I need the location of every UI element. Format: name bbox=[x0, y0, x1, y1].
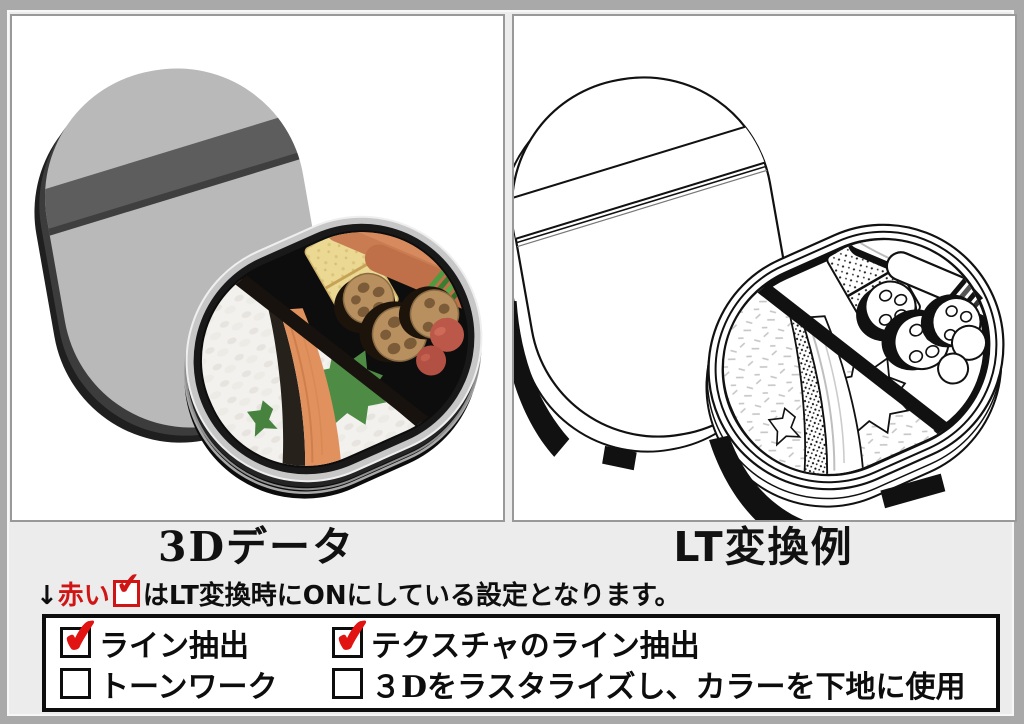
divider bbox=[739, 270, 964, 446]
cherry-tomatoes bbox=[937, 324, 987, 385]
red-check-icon: ✔ bbox=[58, 606, 105, 666]
salmon-skin bbox=[268, 309, 306, 481]
setting-item-line-extract: ✔ ライン抽出 bbox=[58, 607, 332, 666]
checkbox-rasterize-color-base[interactable] bbox=[332, 668, 363, 699]
shiso-leaf bbox=[311, 350, 387, 427]
setting-label: ３Dをラスタライズし、カラーを下地に使用 bbox=[371, 669, 966, 705]
note-red-word: 赤い bbox=[57, 581, 110, 611]
setting-item-texture-line-extract: ✔ テクスチャのライン抽出 bbox=[330, 607, 996, 666]
lid-shadow-black bbox=[514, 301, 570, 457]
setting-label: トーンワーク bbox=[99, 669, 278, 705]
lotus-roots bbox=[334, 272, 460, 363]
cherry-tomatoes bbox=[416, 317, 464, 376]
panel-3d-data bbox=[10, 14, 505, 522]
checkbox-line-extract[interactable]: ✔ bbox=[58, 607, 104, 666]
checkbox-texture-line-extract[interactable]: ✔ bbox=[330, 607, 376, 666]
setting-item-tone-work: トーンワーク bbox=[60, 663, 332, 705]
settings-box: ✔ ライン抽出 ✔ テクスチャのライン抽出 トーンワーク ３Dをラスタライズし、… bbox=[42, 607, 1000, 712]
bento-box-lineart bbox=[691, 217, 1009, 520]
red-checkbox-icon: ✔ bbox=[112, 566, 143, 607]
red-check-icon: ✔ bbox=[330, 606, 377, 666]
lid-band bbox=[24, 109, 316, 236]
box-shadow-black bbox=[709, 435, 825, 520]
divider bbox=[218, 262, 442, 438]
setting-label: ライン抽出 bbox=[99, 628, 249, 664]
bento-lineart-illustration bbox=[514, 76, 1009, 520]
bento-lid-3d bbox=[24, 68, 323, 443]
setting-item-rasterize-color-base: ３Dをラスタライズし、カラーを下地に使用 bbox=[332, 663, 996, 705]
panel-lt-example bbox=[512, 14, 1017, 522]
setting-label: テクスチャのライン抽出 bbox=[371, 628, 700, 664]
checkbox-tone-work[interactable] bbox=[60, 668, 91, 699]
title-3d-data: 3Dデータ bbox=[157, 523, 356, 571]
note-arrow: ↓ bbox=[36, 581, 58, 611]
salmon-flesh bbox=[279, 308, 342, 481]
note-suffix: はLT変換時にONにしている設定となります。 bbox=[142, 581, 681, 611]
title-lt-example: LT変換例 bbox=[673, 523, 854, 571]
note-line: ↓赤い✔はLT変換時にONにしている設定となります。 bbox=[36, 566, 681, 613]
bento-3d-illustration bbox=[24, 68, 485, 499]
